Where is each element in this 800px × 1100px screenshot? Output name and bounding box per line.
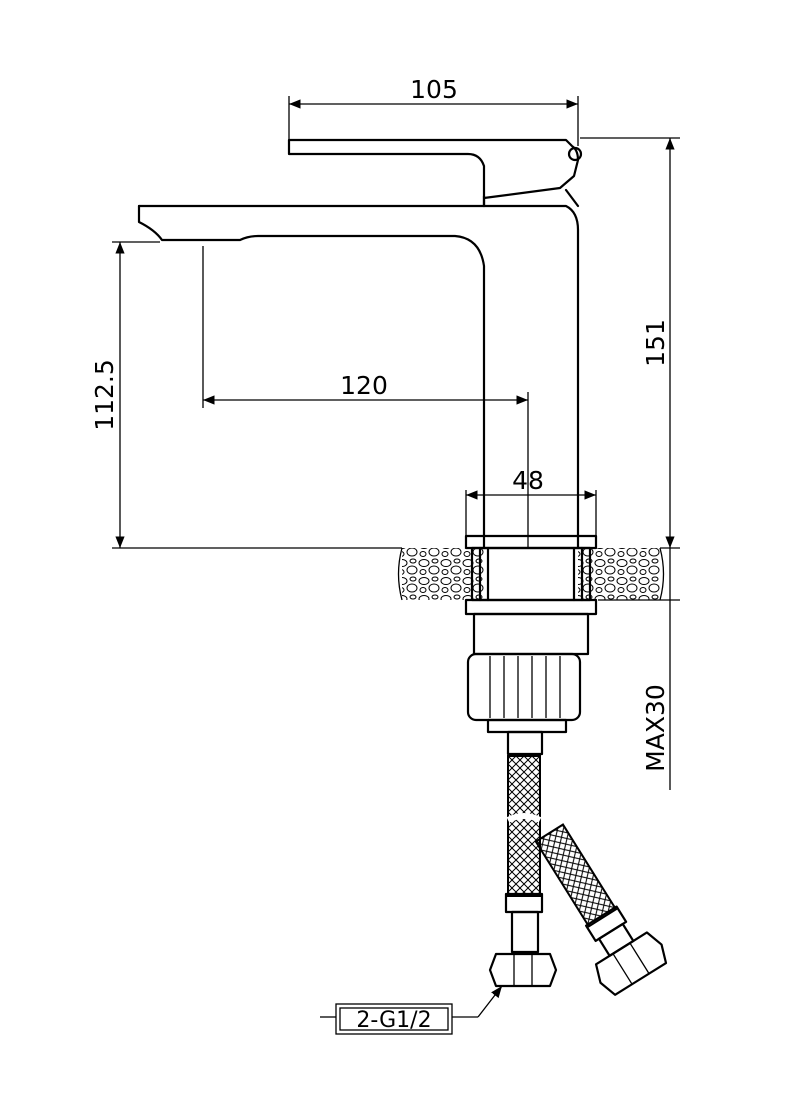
dimension-label-112-5: 112.5 [90, 359, 119, 431]
dimension-label-105: 105 [410, 75, 458, 104]
dimension-spout-height: 112.5 [90, 241, 402, 549]
thread-callout: 2-G1/2 [320, 985, 503, 1035]
dimension-label-151: 151 [641, 319, 670, 367]
faucet-base [397, 534, 665, 756]
dimension-label-max30: MAX30 [641, 684, 670, 772]
dimension-total-height: 151 [580, 137, 680, 549]
dimension-label-120: 120 [340, 371, 388, 400]
faucet-handle [287, 138, 583, 208]
supply-hoses [488, 755, 668, 996]
dimension-label-48: 48 [512, 466, 544, 495]
thread-callout-label: 2-G1/2 [356, 1008, 431, 1033]
dimension-spout-reach: 120 [202, 246, 529, 548]
dimension-top-width: 105 [288, 75, 579, 146]
faucet-spout-body [137, 188, 580, 550]
dimension-max-thickness: MAX30 [598, 548, 680, 790]
dimension-body-diameter: 48 [465, 466, 597, 536]
